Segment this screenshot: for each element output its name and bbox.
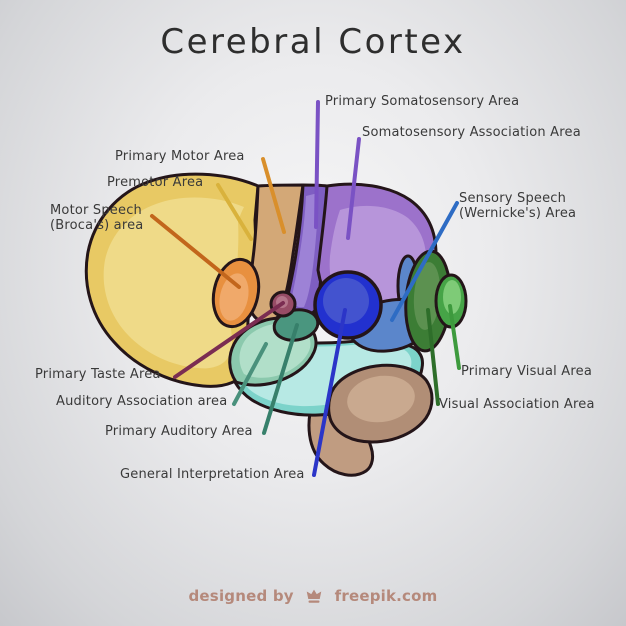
- primary-somatosensory-highlight: [291, 193, 318, 308]
- freepik-crown-icon: [306, 589, 322, 603]
- label-premotor-area: Premotor Area: [107, 175, 204, 190]
- leader-general-interpretation: [312, 308, 347, 477]
- leader-somatosensory-association: [346, 137, 361, 240]
- primary-visual-highlight: [443, 280, 461, 314]
- leader-primary-visual: [448, 304, 461, 370]
- label-broca-line1: Motor Speech: [50, 203, 142, 218]
- label-primary-taste-area: Primary Taste Area: [35, 367, 161, 382]
- label-wernicke-line1: Sensory Speech: [459, 191, 567, 206]
- label-auditory-association-area: Auditory Association area: [56, 394, 228, 409]
- leader-primary-auditory: [262, 323, 299, 435]
- general-interpretation-highlight: [323, 278, 369, 324]
- label-somatosensory-association-area: Somatosensory Association Area: [362, 125, 581, 140]
- label-primary-visual-area: Primary Visual Area: [461, 364, 593, 379]
- visual-association-highlight: [413, 262, 441, 330]
- broca-highlight: [219, 273, 249, 321]
- label-primary-somatosensory-area: Primary Somatosensory Area: [325, 94, 520, 109]
- footer-credit: designed by freepik.com: [0, 587, 626, 605]
- label-broca-line2: (Broca's) area: [50, 218, 144, 233]
- page-title: Cerebral Cortex: [160, 22, 466, 62]
- label-general-interpretation-area: General Interpretation Area: [120, 467, 305, 482]
- leader-auditory-association: [232, 342, 268, 406]
- label-sensory-speech-wernicke-area: Sensory Speech (Wernicke's) Area: [459, 191, 576, 221]
- leader-taste: [173, 301, 285, 379]
- leader-lines: [150, 100, 461, 477]
- label-visual-association-area: Visual Association Area: [439, 397, 595, 412]
- footer-brand: freepik.com: [334, 587, 438, 605]
- leader-primary-somatosensory: [314, 100, 320, 229]
- footer-designed-by: designed by: [188, 587, 294, 605]
- leader-premotor: [216, 183, 253, 241]
- leader-visual-association: [426, 308, 440, 406]
- frontal-lobe-highlight: [103, 197, 244, 369]
- label-motor-speech-broca-area: Motor Speech (Broca's) area: [50, 203, 143, 233]
- cerebellum-highlight: [347, 375, 415, 423]
- label-wernicke-line2: (Wernicke's) Area: [459, 206, 577, 221]
- label-primary-auditory-area: Primary Auditory Area: [105, 424, 253, 439]
- label-primary-motor-area: Primary Motor Area: [115, 149, 245, 164]
- leader-broca: [150, 214, 241, 289]
- leader-primary-motor: [261, 157, 286, 234]
- leader-wernicke: [390, 201, 459, 322]
